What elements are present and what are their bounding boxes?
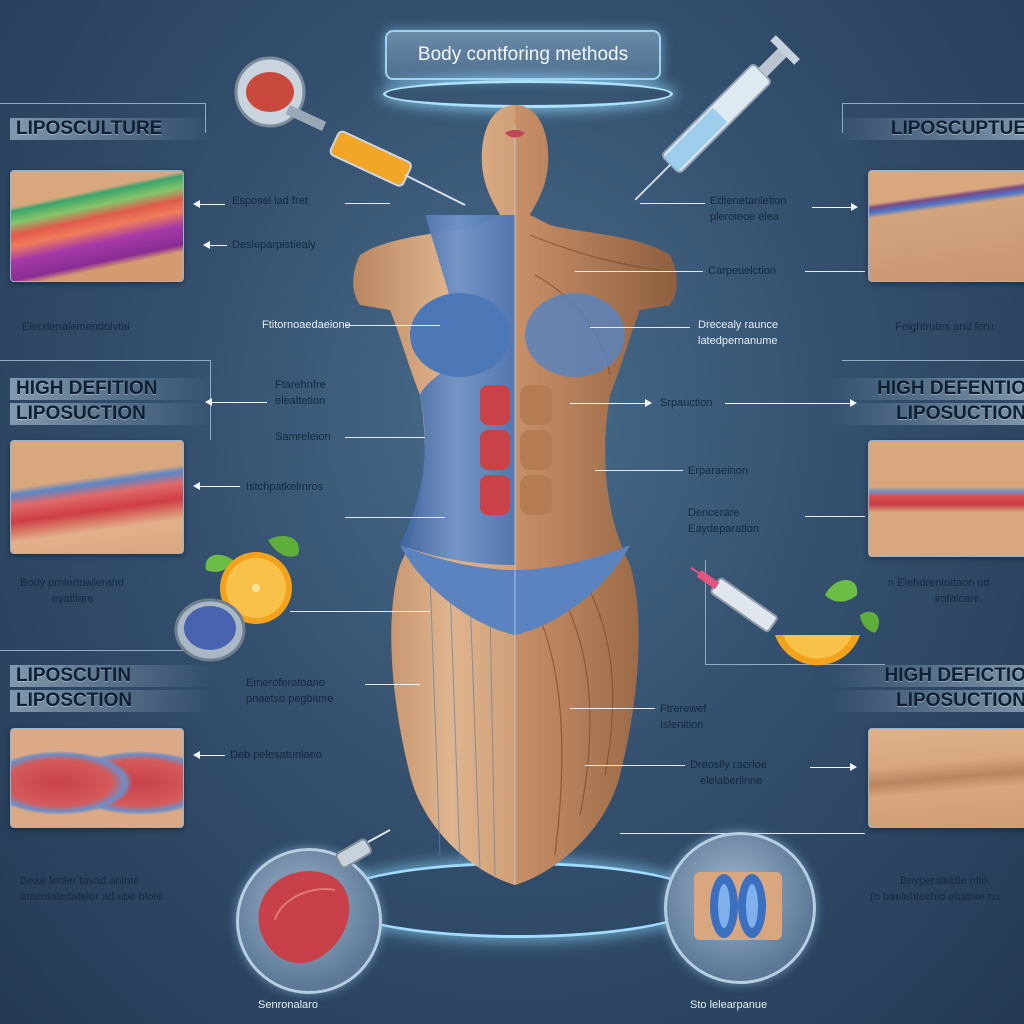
label-l1: Esposel lad fret — [232, 195, 308, 207]
skin-fold-swatch-right — [868, 728, 1024, 828]
muscle-tissue-icon — [258, 829, 391, 964]
caption-right-mid-1: n Elehdrentoitaon ud — [888, 577, 990, 589]
syringe-icon — [690, 566, 778, 633]
panel-title-hd-defictio-right-2: LIPOSUCTION — [830, 690, 1024, 712]
label-r2: Carpeuelction — [708, 265, 776, 277]
label-r7-1: Ftrerewef — [660, 703, 707, 715]
panel-title-liposculture-left: LIPOSCULTURE — [10, 118, 212, 140]
panel-title-hd-lipo-left-2: LIPOSUCTION — [10, 403, 212, 425]
panel-title-hd-lipo-left-1: HIGH DEFITION — [10, 378, 212, 400]
label-r1-1: Edtenetanletion — [710, 195, 787, 207]
muscle-layer-swatch-right — [868, 440, 1024, 557]
bottom-right-label: Sto lelearpanue — [690, 999, 768, 1011]
label-l4-2: elealtetion — [275, 395, 326, 407]
panel-title-hd-lipo-right-1: HIGH DEFENTIO — [830, 378, 1024, 400]
muscle-bundle-swatch — [10, 728, 184, 828]
label-l8: Deb pelesatunlaeo — [230, 749, 322, 761]
bra-cup-left — [410, 293, 510, 377]
label-r8-1: Dreoslly raerloe — [690, 759, 768, 771]
caption-left-bot-1: Beae fenler tavad anlote — [20, 875, 140, 887]
label-l4-1: Ftarehnfre — [275, 379, 326, 391]
caption-left-mid-1: Body prnlertowlerand — [20, 577, 124, 589]
head-halo-ring — [383, 80, 673, 108]
cream-jar-icon — [174, 598, 246, 662]
muscle-layer-swatch — [10, 440, 184, 554]
body-figure — [353, 105, 677, 885]
vessel-icon — [694, 872, 782, 940]
label-r4: Srpauction — [660, 397, 713, 409]
panel-title-hd-lipo-right-2: LIPOSUCTION — [830, 403, 1024, 425]
caption-left-bot-2: amentaledatelor ad ebe blore. — [20, 891, 167, 903]
caption-right-mid-2: imfalcare. — [935, 593, 983, 605]
caption-right-bot-1: Bnyperaleidle ntlo — [900, 875, 988, 887]
label-l2: Desleparpistiealy — [232, 239, 316, 251]
panel-title-liposcutin-left-2: LIPOSCTION — [10, 690, 212, 712]
abdominal-muscles — [480, 385, 552, 515]
label-r6-2: Eaydeparatlon — [688, 523, 759, 535]
panel-title-liposcutin-left-1: LIPOSCUTIN — [10, 665, 212, 687]
layered-tissue-swatch — [10, 170, 184, 282]
panel-title-hd-defictio-right-1: HIGH DEFICTIO — [830, 665, 1024, 687]
syringe-icon — [234, 56, 466, 206]
caption-right-top: Felghtrutes and foru — [895, 321, 994, 333]
orange-slice-icon — [775, 580, 880, 666]
label-l3: Ftitornoaedaeione — [262, 319, 351, 331]
label-l5: Samreleion — [275, 431, 331, 443]
page-title: Body contforing methods — [385, 30, 661, 80]
label-r5: Erparaeinon — [688, 465, 748, 477]
label-r1-2: pleroieoe elea — [710, 211, 780, 223]
bottom-left-label: Senronalaro — [258, 999, 318, 1011]
panel-title-liposcuptue-right: LIPOSCUPTUE — [830, 118, 1024, 140]
label-r7-2: Islenition — [660, 719, 704, 731]
skin-layer-swatch-right — [868, 170, 1024, 282]
label-l7-1: Emeroferatoano — [246, 677, 325, 689]
label-r8-2: elelaberlinne — [700, 775, 763, 787]
label-l7-2: pnaetso pegbitme — [246, 693, 334, 705]
caption-right-bot-2: (o baelehtechio ebatnie nu — [870, 891, 1000, 903]
label-r6-1: Dencerare — [688, 507, 740, 519]
caption-left-top: Elecdenalemendolvtal — [22, 321, 130, 333]
syringe-icon — [634, 35, 800, 201]
label-r3-1: Drecealy raunce — [698, 319, 779, 331]
caption-left-mid-2: eyatilare — [52, 593, 94, 605]
orange-slice-icon — [205, 535, 299, 624]
bra-cup-right — [525, 293, 625, 377]
label-r3-2: latedpernanume — [698, 335, 778, 347]
label-l6: Istchpatkelmros — [246, 481, 324, 493]
